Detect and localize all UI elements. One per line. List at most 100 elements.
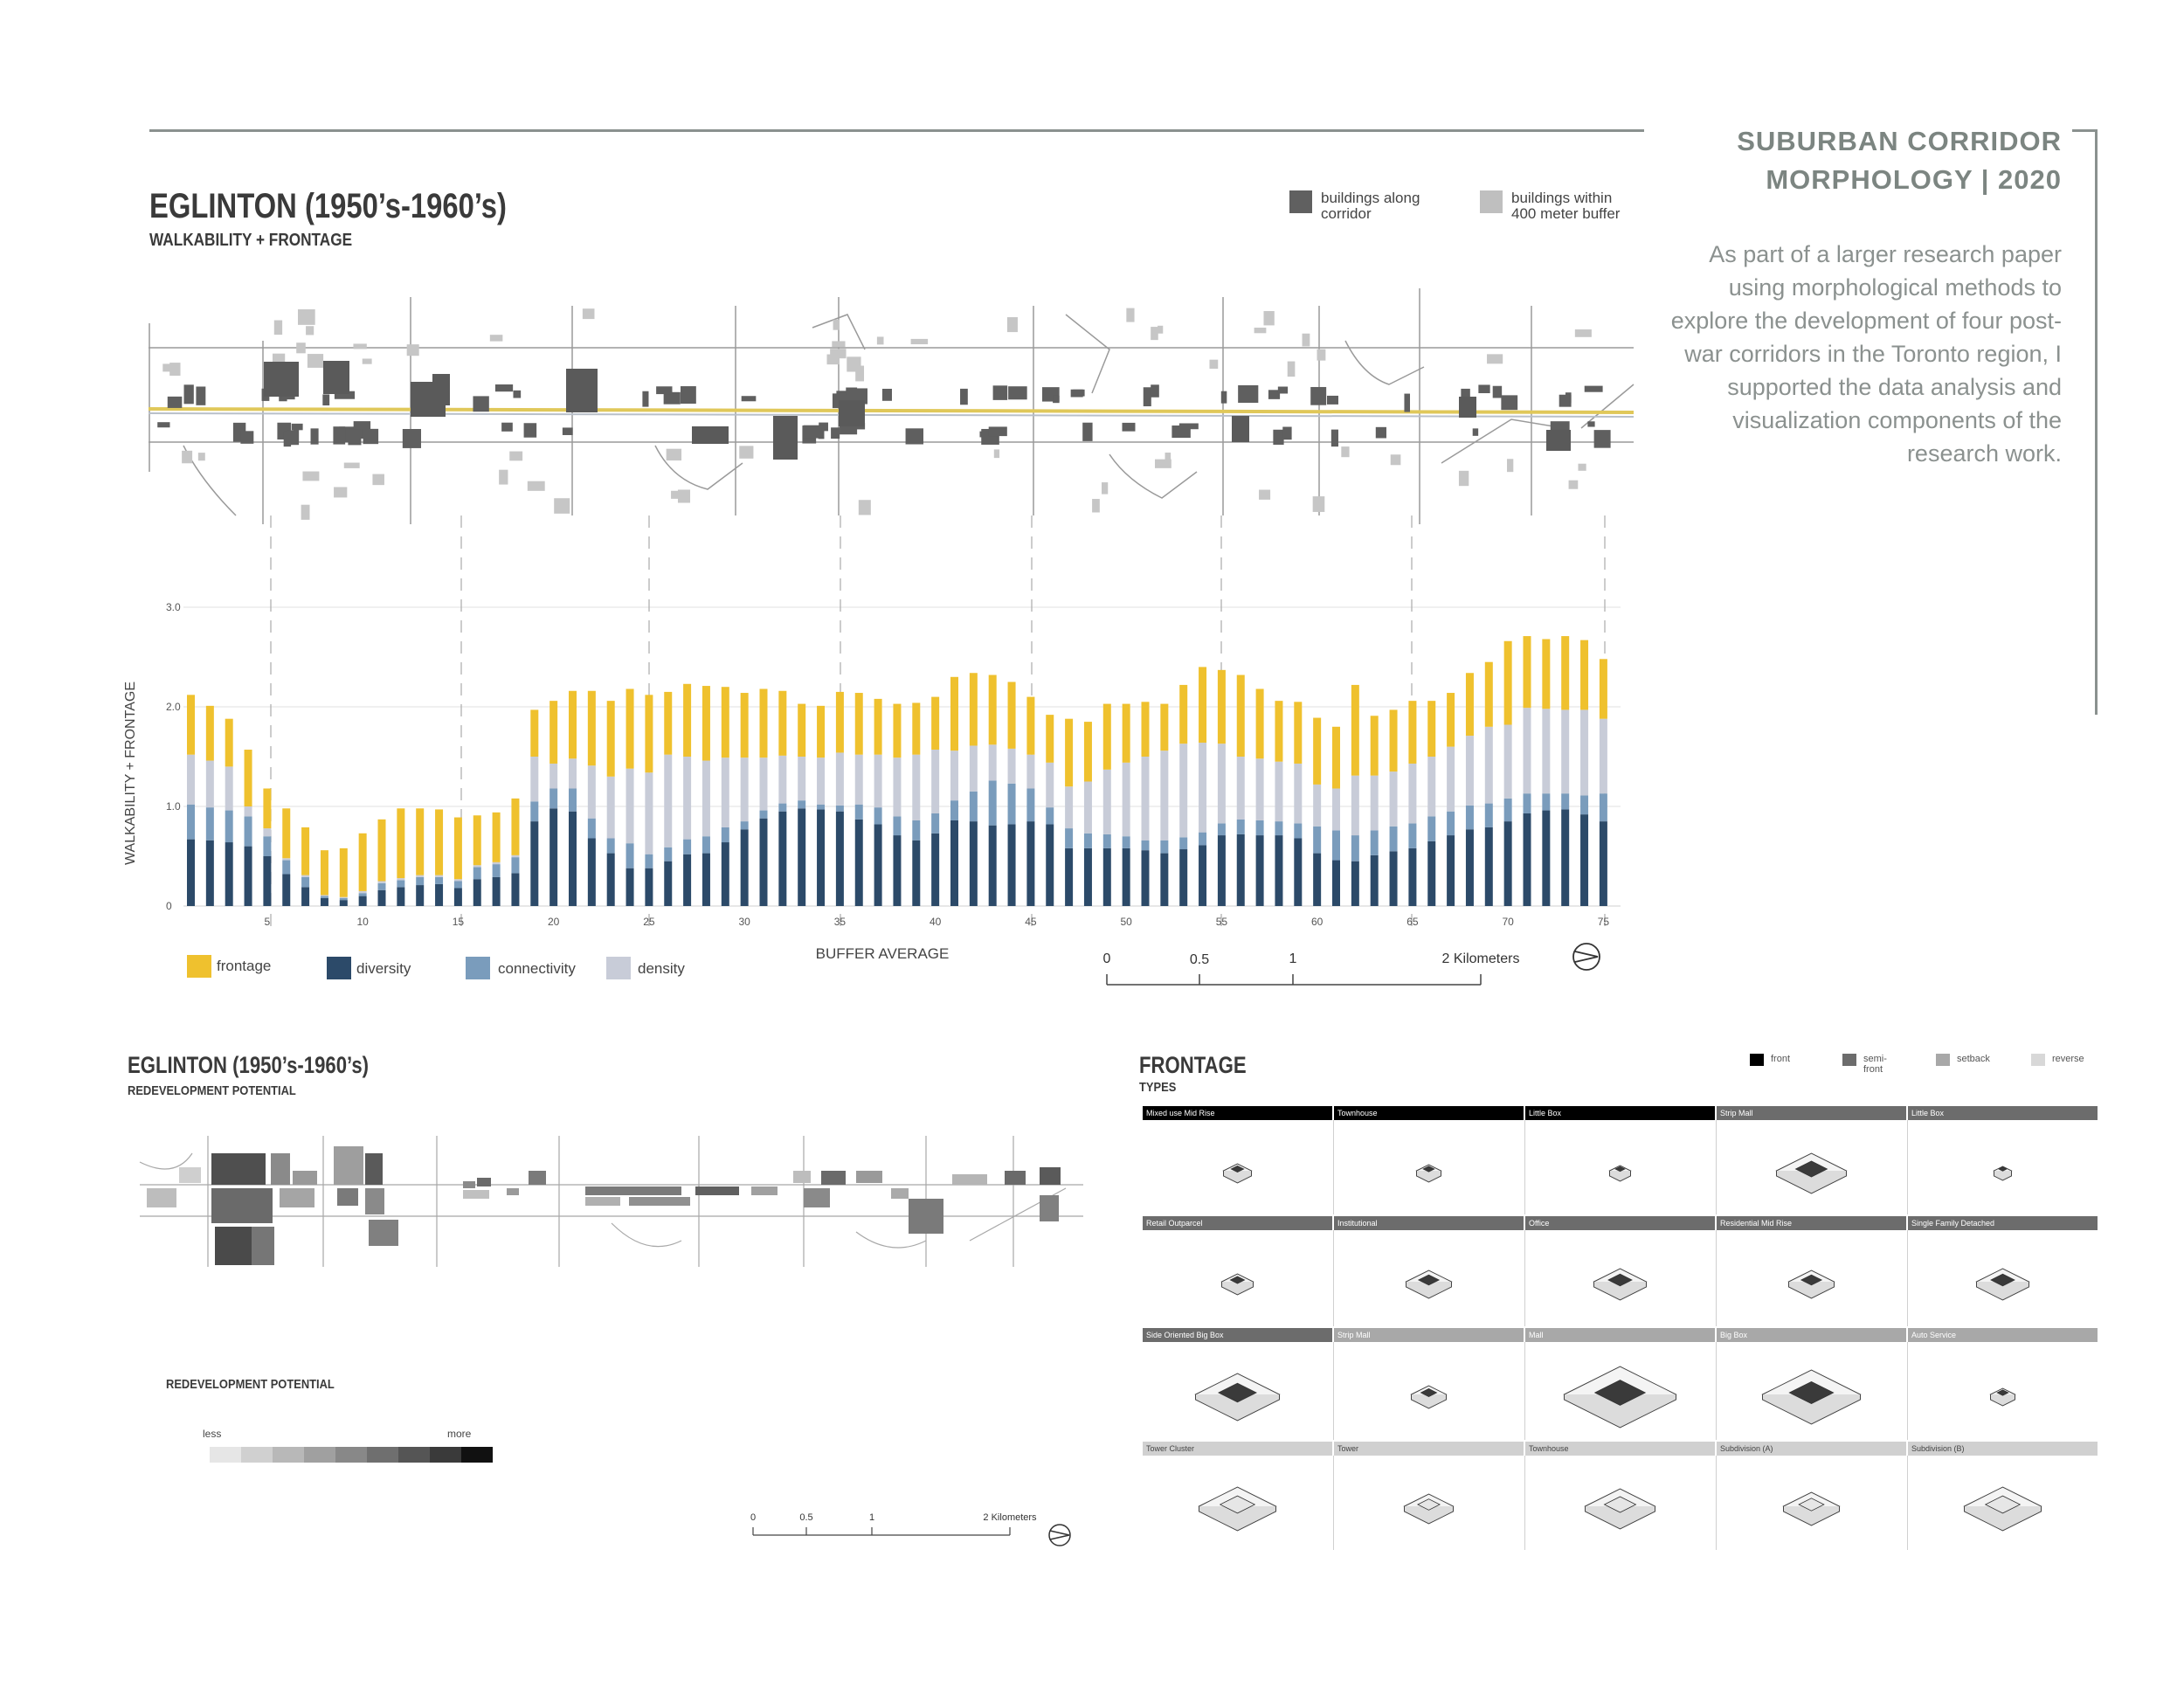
bar-segment-density bbox=[416, 875, 425, 877]
bar-segment-diversity bbox=[1083, 847, 1092, 906]
bar-segment-frontage bbox=[1199, 667, 1207, 744]
frontage-type-label: Retail Outparcel bbox=[1143, 1216, 1332, 1230]
frontage-type-drawing bbox=[1222, 1163, 1253, 1184]
bar-segment-frontage bbox=[1484, 661, 1493, 727]
map-building bbox=[307, 354, 324, 368]
map-building bbox=[1578, 463, 1586, 471]
bar-segment-diversity bbox=[1389, 851, 1398, 906]
bar-segment-diversity bbox=[339, 900, 348, 906]
frontage-subtitle: TYPES bbox=[1139, 1080, 1177, 1095]
frontage-type-label: Side Oriented Big Box bbox=[1143, 1328, 1332, 1342]
bar-segment-diversity bbox=[301, 887, 310, 906]
bar-segment-diversity bbox=[988, 825, 997, 906]
bar-segment-connectivity bbox=[397, 880, 405, 888]
bar-segment-density bbox=[798, 757, 806, 801]
map-building bbox=[1082, 422, 1093, 441]
bar-segment-connectivity bbox=[645, 854, 653, 868]
frontage-type-drawing bbox=[1761, 1369, 1862, 1425]
bar-segment-diversity bbox=[721, 842, 729, 906]
map-building bbox=[554, 498, 570, 514]
bar-segment-connectivity bbox=[1122, 836, 1130, 848]
bar-segment-connectivity bbox=[1275, 821, 1283, 836]
map-building bbox=[1287, 361, 1296, 377]
bar-segment-frontage bbox=[817, 705, 826, 758]
map-building bbox=[1092, 499, 1100, 513]
frontage-type-label: Big Box bbox=[1717, 1328, 1906, 1342]
bar-segment-connectivity bbox=[664, 847, 673, 861]
bar-segment-connectivity bbox=[1542, 793, 1551, 811]
bar-segment-diversity bbox=[1580, 814, 1589, 906]
bar-segment-density bbox=[339, 896, 348, 898]
frontage-type-drawing bbox=[1198, 1486, 1277, 1532]
legend-label-along: buildings along corridor bbox=[1321, 190, 1420, 222]
bar-segment-density bbox=[1007, 748, 1016, 784]
bar-segment-diversity bbox=[702, 853, 710, 906]
bar-segment-frontage bbox=[1026, 696, 1035, 755]
map-building bbox=[1263, 311, 1275, 326]
map-building bbox=[402, 429, 421, 448]
frontage-type-label: Mall bbox=[1525, 1328, 1715, 1342]
map-building bbox=[1310, 386, 1327, 405]
bar-segment-frontage bbox=[874, 698, 882, 755]
map-building bbox=[306, 326, 314, 336]
bar-segment-density bbox=[950, 751, 958, 801]
bar-segment-density bbox=[569, 758, 577, 789]
bar-segment-diversity bbox=[854, 819, 863, 906]
bar-segment-density bbox=[912, 754, 921, 820]
bar-segment-diversity bbox=[645, 868, 653, 906]
map-building bbox=[296, 342, 306, 354]
map-building bbox=[1178, 423, 1199, 430]
bar-segment-density bbox=[893, 758, 902, 817]
cell-divider bbox=[1907, 1342, 1908, 1440]
bar-segment-connectivity bbox=[1102, 834, 1111, 848]
bar-segment-density bbox=[187, 754, 195, 805]
frontage-legend-swatch bbox=[1750, 1054, 1764, 1066]
side-description: As part of a larger research paper using… bbox=[1670, 241, 2062, 467]
bar-segment-diversity bbox=[817, 809, 826, 906]
frontage-legend-swatch bbox=[1936, 1054, 1950, 1066]
bar-segment-connectivity bbox=[339, 897, 348, 901]
map-building bbox=[183, 384, 194, 405]
x-tick-label: 10 bbox=[356, 916, 369, 928]
map-building bbox=[523, 423, 537, 438]
bar-segment-diversity bbox=[1046, 824, 1054, 906]
bar-segment-connectivity bbox=[817, 804, 826, 810]
map-building bbox=[773, 416, 798, 460]
map-building bbox=[182, 450, 193, 464]
bar-segment-diversity bbox=[1141, 850, 1150, 906]
bar-segment-connectivity bbox=[1332, 830, 1340, 861]
frontage-type-label: Townhouse bbox=[1525, 1442, 1715, 1456]
bar-segment-frontage bbox=[683, 683, 692, 757]
map-building bbox=[363, 428, 379, 445]
bar-segment-diversity bbox=[569, 811, 577, 906]
map-building bbox=[656, 386, 673, 395]
bar-segment-diversity bbox=[1179, 849, 1188, 906]
bar-segment-density bbox=[1484, 726, 1493, 804]
map-building bbox=[582, 308, 595, 320]
bar-segment-frontage bbox=[1408, 701, 1417, 764]
legend-swatch-along bbox=[1289, 190, 1312, 213]
legend-label-density: density bbox=[638, 960, 685, 977]
bar-segment-frontage bbox=[453, 817, 462, 880]
bar-segment-connectivity bbox=[1484, 803, 1493, 827]
frontage-legend-label: front bbox=[1771, 1054, 1791, 1064]
map-building bbox=[322, 394, 330, 406]
bar-segment-frontage bbox=[606, 701, 615, 777]
bar-segment-connectivity bbox=[1503, 798, 1512, 822]
bar-segment-density bbox=[1523, 708, 1531, 794]
map-building bbox=[1254, 328, 1267, 334]
legend-swatch-density bbox=[606, 957, 631, 979]
map-building bbox=[1220, 391, 1227, 404]
cell-divider bbox=[1907, 1120, 1908, 1214]
bar-segment-connectivity bbox=[453, 881, 462, 889]
frontage-type-drawing bbox=[1993, 1166, 2013, 1181]
side-title: SUBURBAN CORRIDOR MORPHOLOGY | 2020 bbox=[1737, 126, 2062, 195]
bar-segment-connectivity bbox=[874, 807, 882, 825]
bar-segment-frontage bbox=[569, 690, 577, 759]
map-building bbox=[1478, 384, 1490, 394]
bar-segment-density bbox=[1255, 758, 1264, 820]
bar-segment-connectivity bbox=[225, 810, 233, 843]
bar-segment-diversity bbox=[1561, 809, 1570, 906]
bar-segment-frontage bbox=[225, 718, 233, 767]
